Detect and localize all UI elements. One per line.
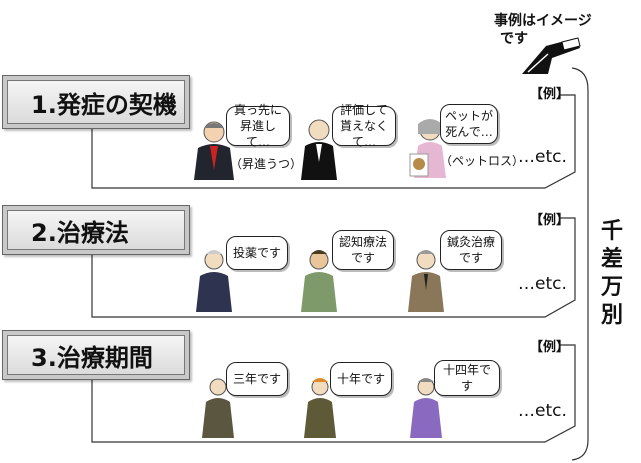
section-title-text: 2.治療法: [31, 218, 129, 247]
example-tag: 【例】: [530, 213, 570, 228]
etc-text: …etc.: [518, 401, 567, 421]
side-label-char: 千: [600, 219, 623, 244]
etc-text: …etc.: [518, 274, 567, 294]
section-title-text: 1.発症の契機: [31, 90, 177, 119]
speech-bubble: ペットが 死んで…: [440, 104, 498, 144]
image-note: 事例はイメージ です: [494, 12, 592, 48]
caption-promotion-depression: （昇進うつ）: [230, 157, 303, 171]
speech-bubble: 評価して 貰えなくて…: [332, 103, 396, 149]
person-gray-suit-icon: [202, 378, 234, 438]
image-note-line2: です: [500, 31, 528, 47]
side-label-char: 万: [600, 275, 623, 300]
speech-bubble: 真っ先に 昇進して…: [226, 103, 290, 149]
etc-text: …etc.: [518, 147, 567, 167]
section-2-frame: [91, 217, 576, 318]
example-tag: 【例】: [530, 87, 570, 102]
speech-bubble: 三年です: [226, 362, 288, 396]
example-tag: 【例】: [530, 340, 570, 355]
speech-bubble: 鍼灸治療 です: [440, 230, 502, 270]
speech-bubble: 十年です: [330, 362, 392, 396]
person-black-suit-icon: [301, 119, 337, 180]
speech-bubble: 投薬です: [226, 236, 288, 270]
side-label-char: 差: [600, 247, 623, 272]
right-bracket: [571, 67, 589, 461]
side-label: 千 差 万 別: [598, 218, 626, 330]
section-1-frame: [91, 94, 576, 189]
speech-bubble: 十四年です: [434, 360, 500, 396]
section-title-text: 3.治療期間: [31, 343, 153, 372]
side-label-char: 別: [600, 303, 623, 328]
person-navy-jacket-icon: [196, 250, 232, 312]
person-suit-red-tie-icon: [194, 121, 234, 180]
speech-bubble: 認知療法 です: [332, 230, 394, 270]
section-title-1: 1.発症の契機: [2, 75, 190, 129]
person-with-dog-icon: [409, 119, 446, 178]
pointing-hand-icon: [522, 37, 581, 74]
person-brown-suit-icon: [408, 250, 444, 312]
section-3-frame: [91, 344, 576, 443]
person-purple-sweater-icon: [410, 378, 442, 438]
caption-pet-loss: （ペットロス）: [440, 154, 525, 168]
person-olive-suit-icon: [304, 378, 336, 438]
section-title-2: 2.治療法: [2, 205, 190, 255]
image-note-line1: 事例はイメージ: [494, 13, 592, 29]
person-green-sweater-icon: [301, 250, 337, 312]
section-title-3: 3.治療期間: [2, 330, 190, 380]
